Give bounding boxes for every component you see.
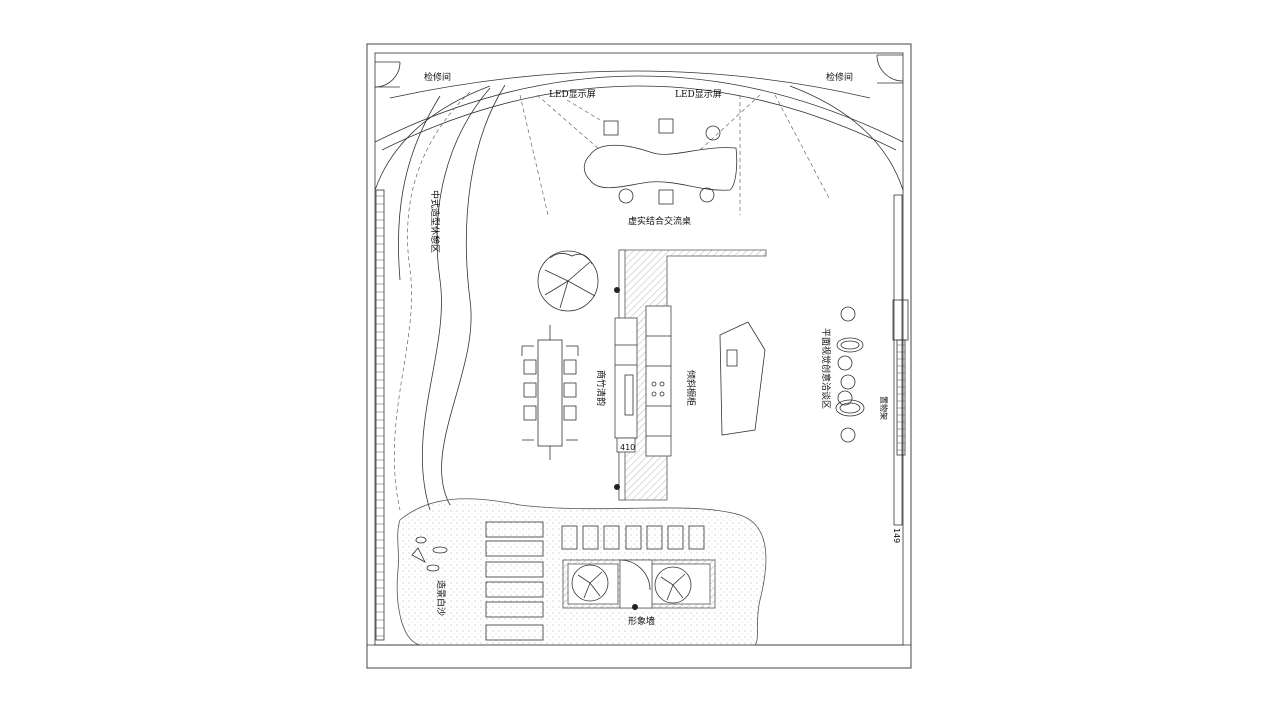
label-sand: 造景白沙 (435, 580, 447, 616)
dining-table (521, 325, 579, 460)
label-shelf: 置物架 (879, 396, 889, 420)
label-led-right: LED显示屏 (675, 89, 722, 100)
central-counter (614, 249, 767, 501)
label-inspection-right: 检修间 (826, 71, 853, 83)
label-led-left: LED显示屏 (549, 89, 596, 100)
door-top-left (374, 61, 401, 88)
label-image-wall: 形象墙 (628, 615, 655, 627)
tree-top (537, 250, 599, 312)
label-tilted-cabinet: 倾斜橱柜 (685, 370, 697, 406)
image-wall-planter (562, 559, 716, 610)
top-arch-wall (374, 70, 904, 191)
label-exchange-table: 虚实结合交流桌 (628, 215, 691, 227)
label-tea-bar: 商竹清韵 (595, 370, 607, 406)
door-top-right (876, 54, 904, 84)
led-projection-lines (519, 94, 831, 216)
rest-area-curves (394, 84, 506, 511)
label-rest-area: 中式造型休憩区 (429, 190, 441, 253)
tilted-cabinet (719, 321, 766, 436)
left-wall-panel (375, 189, 385, 641)
exchange-table (583, 118, 738, 205)
labels: 检修间 检修间 LED显示屏 LED显示屏 虚实结合交流桌 中式造型休憩区 商竹… (424, 71, 901, 627)
design-area-seating (835, 306, 865, 443)
label-dim-149: 149 (892, 528, 901, 543)
label-inspection-left: 检修间 (424, 71, 451, 83)
label-dim-410: 410 (620, 443, 635, 452)
label-design-area: 平面视觉创意洽谈区 (820, 328, 832, 409)
right-wall-shelf (892, 194, 909, 526)
